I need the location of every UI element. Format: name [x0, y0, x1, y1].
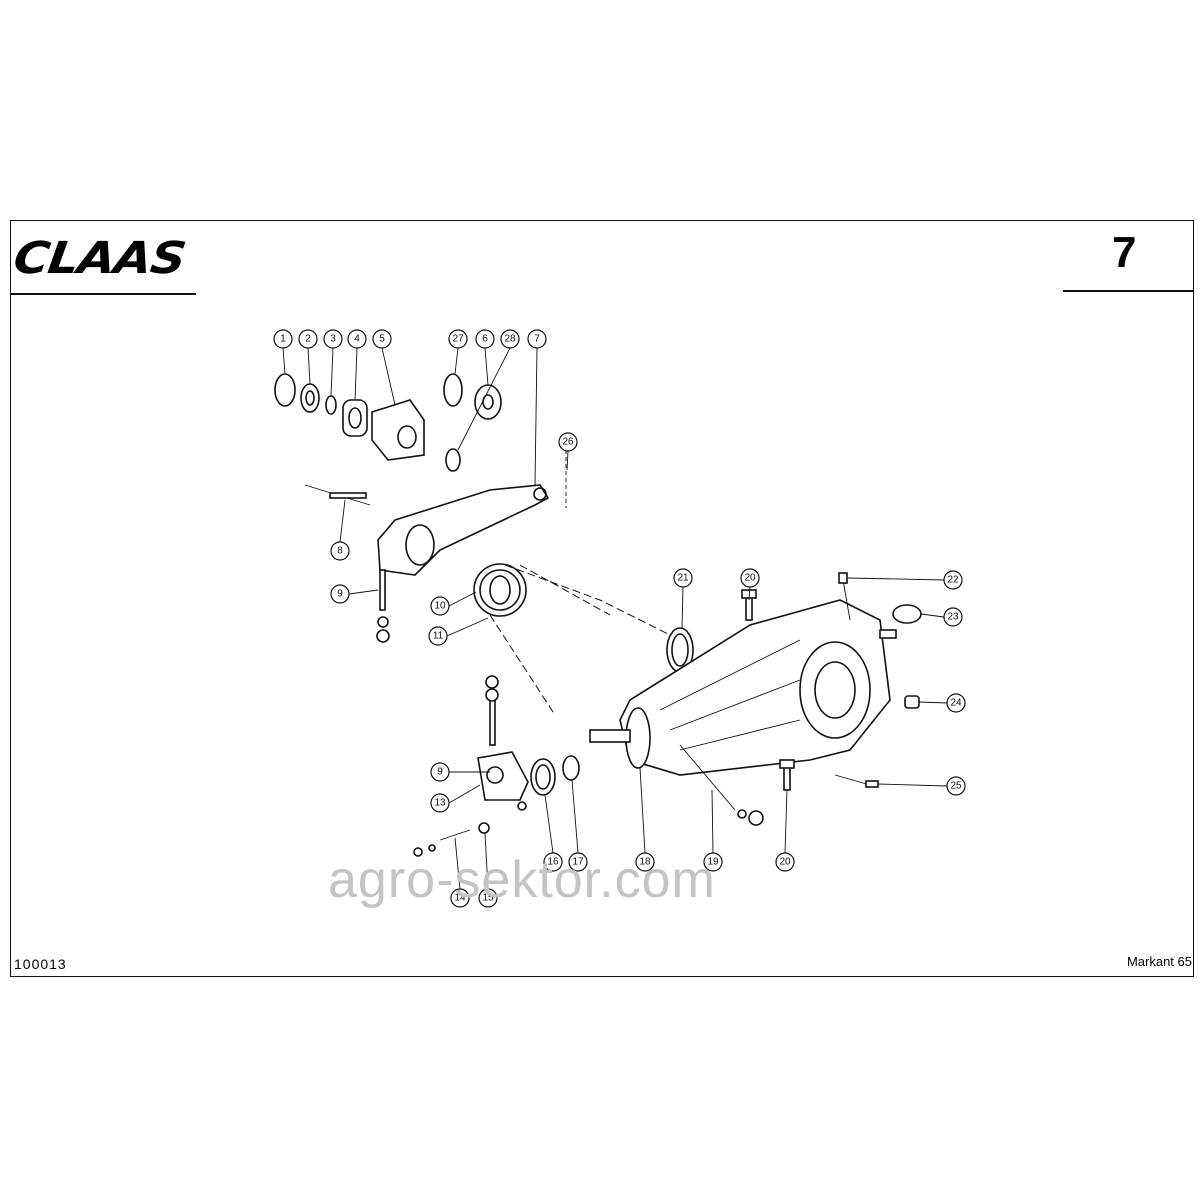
callout: 18: [635, 852, 655, 872]
svg-text:20: 20: [744, 573, 756, 584]
svg-text:19: 19: [707, 857, 719, 868]
svg-text:23: 23: [947, 612, 959, 623]
svg-text:9: 9: [337, 589, 343, 600]
callout: 1: [273, 329, 293, 349]
callout: 3: [323, 329, 343, 349]
page-frame: [10, 220, 1194, 977]
part-drawings: [274, 373, 922, 857]
callout: 20: [740, 568, 760, 588]
document-number: 100013: [14, 956, 67, 972]
svg-text:2: 2: [305, 334, 311, 345]
callout: 24: [946, 693, 966, 713]
svg-text:15: 15: [482, 893, 494, 904]
svg-text:11: 11: [433, 631, 444, 642]
callout: 28: [500, 329, 520, 349]
divider: [10, 293, 196, 295]
callout: 21: [673, 568, 693, 588]
callout: 22: [943, 570, 963, 590]
callout: 23: [943, 607, 963, 627]
callout: 27: [448, 329, 468, 349]
callout: 20: [775, 852, 795, 872]
callout: 8: [330, 541, 350, 561]
svg-text:18: 18: [639, 857, 651, 868]
svg-text:28: 28: [504, 334, 516, 345]
svg-text:3: 3: [330, 334, 336, 345]
svg-text:25: 25: [950, 781, 962, 792]
model-name: Markant 65: [1126, 954, 1192, 969]
callout: 11: [428, 626, 448, 646]
callout: 26: [558, 432, 578, 452]
svg-text:5: 5: [379, 334, 385, 345]
callout: 5: [372, 329, 392, 349]
callout: 6: [475, 329, 495, 349]
svg-text:7: 7: [534, 334, 540, 345]
svg-text:9: 9: [437, 767, 443, 778]
callout: 2: [298, 329, 318, 349]
watermark: agro-sektor.com: [328, 851, 716, 909]
callout: 9: [430, 762, 450, 782]
svg-text:8: 8: [337, 546, 343, 557]
callouts: 1 2 3 4 5 27 6 28 7 26 8 9 10 11 21 20 2…: [273, 329, 966, 908]
svg-text:16: 16: [547, 857, 559, 868]
svg-text:14: 14: [454, 893, 466, 904]
svg-text:13: 13: [434, 798, 446, 809]
svg-text:17: 17: [572, 857, 584, 868]
callout: 10: [430, 596, 450, 616]
callout: 7: [527, 329, 547, 349]
svg-text:24: 24: [950, 698, 962, 709]
callout: 19: [703, 852, 723, 872]
callout: 15: [478, 888, 498, 908]
callout: 4: [347, 329, 367, 349]
callout: 25: [946, 776, 966, 796]
svg-text:21: 21: [677, 573, 689, 584]
svg-text:4: 4: [354, 334, 360, 345]
callout: 16: [543, 852, 563, 872]
callout: 13: [430, 793, 450, 813]
svg-text:6: 6: [482, 334, 488, 345]
svg-text:1: 1: [280, 334, 286, 345]
callout: 17: [568, 852, 588, 872]
page-number: 7: [1112, 228, 1137, 277]
leader-lines: [282, 347, 948, 890]
callout: 9: [330, 584, 350, 604]
svg-text:27: 27: [452, 334, 464, 345]
callout: 14: [450, 888, 470, 908]
svg-text:26: 26: [562, 437, 574, 448]
svg-text:20: 20: [779, 857, 791, 868]
svg-text:10: 10: [434, 601, 446, 612]
svg-text:22: 22: [947, 575, 959, 586]
divider: [1063, 290, 1194, 292]
